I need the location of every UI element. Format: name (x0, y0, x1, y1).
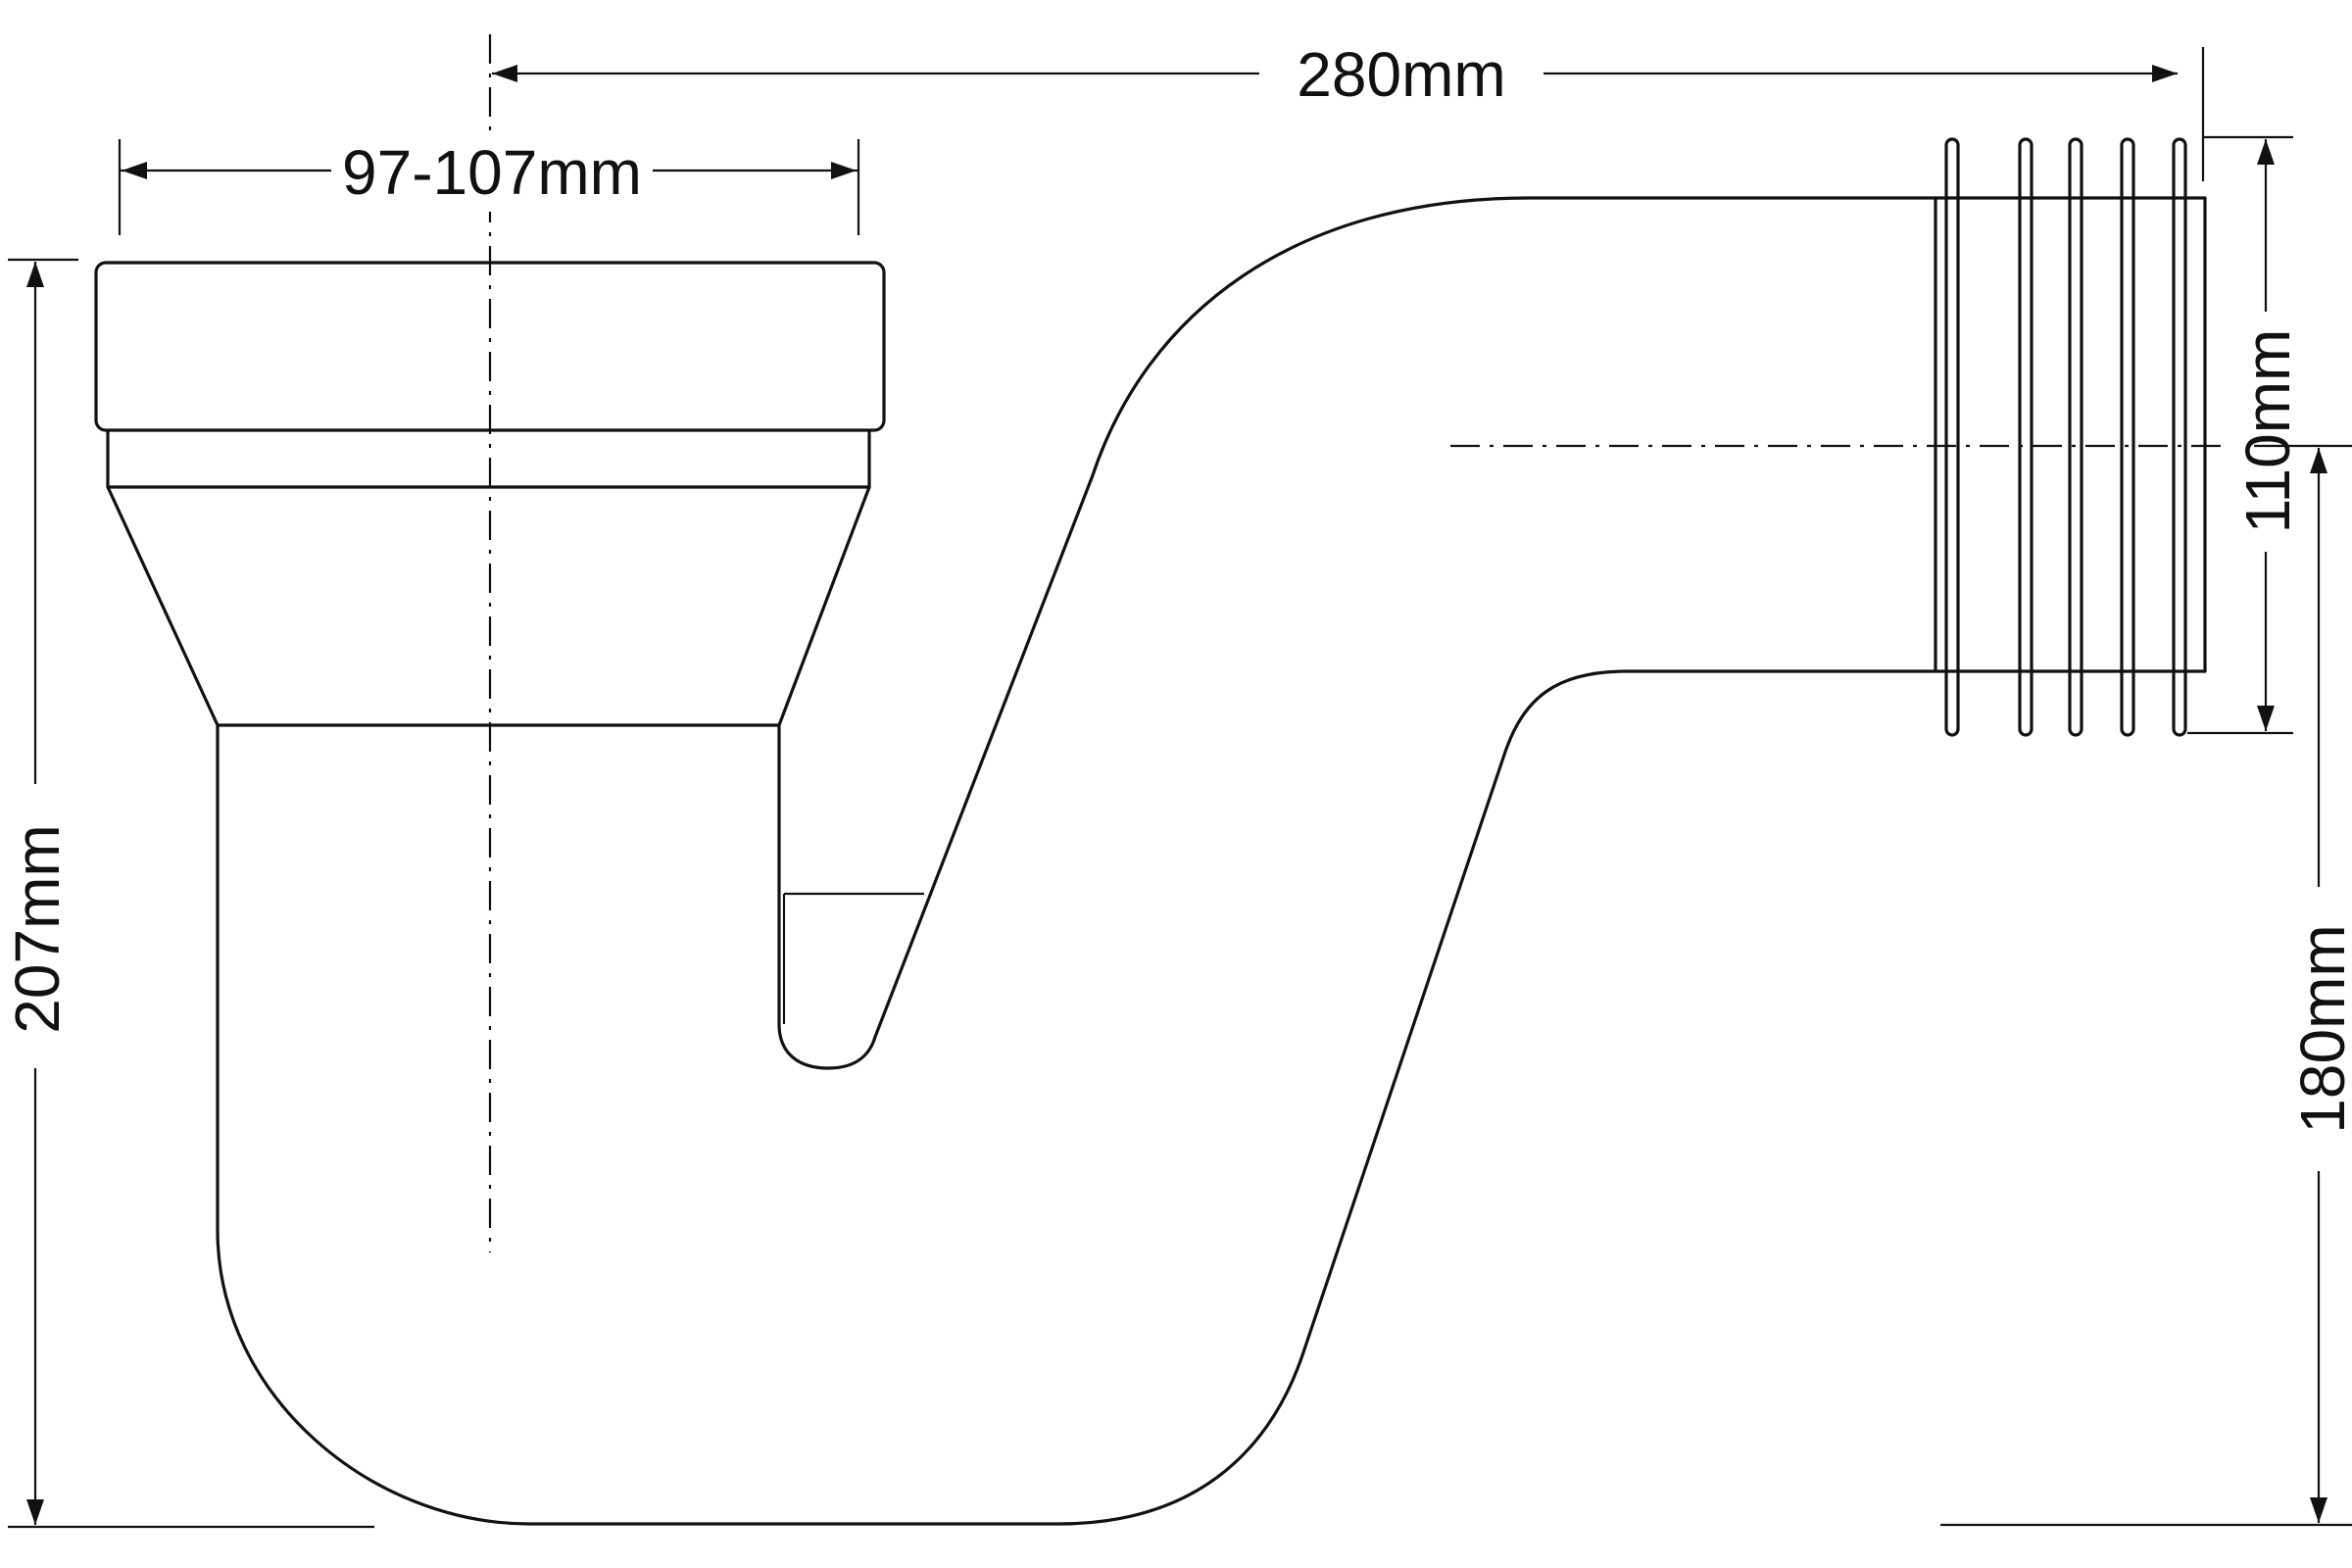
height-label: 207mm (2, 824, 73, 1033)
seal-fin (2120, 137, 2135, 737)
inlet-label: 97-107mm (342, 137, 642, 208)
height-arrow-bottom (26, 1499, 44, 1525)
outlet-height-label: 180mm (2287, 924, 2352, 1133)
inlet-label-bg (331, 133, 653, 212)
seal-fin (2068, 137, 2083, 737)
outlet-label-bg (2232, 312, 2301, 552)
width-dimension: 280mm (492, 34, 2205, 181)
height-dimension: 207mm (0, 258, 374, 1529)
height-arrow-top (26, 262, 44, 287)
outlet-arrow-bottom (2257, 706, 2275, 731)
inlet-arrow-right (831, 162, 857, 179)
outlet-height-label-bg (2285, 887, 2352, 1171)
outlet-height-arrow-top (2310, 448, 2328, 473)
outlet-seal-fins (1944, 137, 2187, 737)
outlet-arrow-top (2257, 139, 2275, 165)
pipe-body (94, 137, 2207, 1526)
outlet-dimension: 110mm (2187, 135, 2303, 735)
seal-fin (2172, 137, 2187, 737)
pipe-inner-contour (777, 196, 1937, 1070)
inlet-taper (106, 485, 871, 727)
width-arrow-right (2152, 65, 2178, 82)
width-arrow-left (492, 65, 517, 82)
inlet-dimension: 97-107mm (118, 133, 860, 235)
seal-fin (1944, 137, 1960, 737)
outlet-height-arrow-bottom (2310, 1497, 2328, 1523)
pipe-outer-contour (216, 669, 1937, 1526)
inlet-ring (106, 428, 871, 489)
outlet-height-dimension: 180mm (1940, 444, 2352, 1527)
outlet-label: 110mm (2232, 329, 2303, 534)
height-label-bg (0, 784, 71, 1068)
width-label-bg (1259, 34, 1544, 113)
seal-fin (2018, 137, 2034, 737)
width-label: 280mm (1297, 39, 1505, 110)
inlet-arrow-left (122, 162, 147, 179)
